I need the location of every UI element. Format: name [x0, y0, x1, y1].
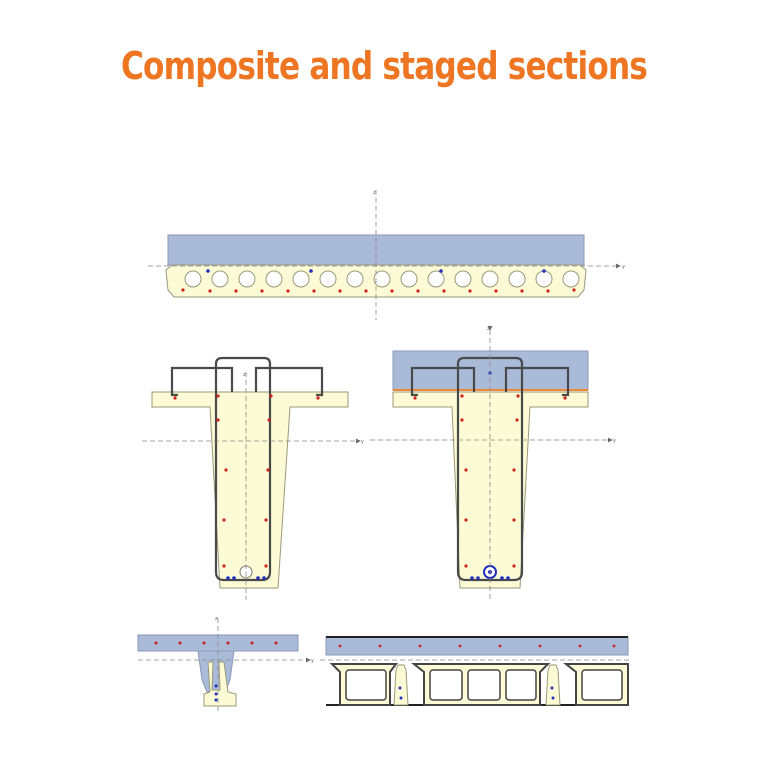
composite-topping: [392, 350, 589, 391]
composite-stirrups: [410, 356, 570, 582]
page-title: Composite and staged sections: [120, 44, 648, 88]
rib-rebar-red: [154, 641, 278, 645]
composite-strands-blue: [470, 371, 510, 580]
joist-strands-blue: [398, 686, 555, 700]
floor-topping: [325, 636, 629, 656]
y-axis-label: y: [613, 438, 616, 444]
y-axis-label: y: [361, 439, 364, 445]
composite-t-beam-section: [370, 326, 613, 600]
hollow-cores: [184, 270, 580, 288]
strands-blue: [206, 269, 546, 273]
t-beam-concrete: [151, 391, 349, 589]
z-axis-label: z: [373, 190, 376, 196]
z-axis-label: z: [487, 326, 490, 332]
z-axis-label: z: [243, 372, 246, 378]
z-axis-label: z: [215, 616, 218, 622]
composite-beam-concrete: [392, 391, 589, 589]
hollow-core-composite-section: [148, 190, 621, 320]
composite-rebar-red: [413, 394, 567, 568]
t-beam-rebar-red: [173, 394, 320, 568]
t-beam-strands-blue: [226, 576, 266, 580]
floor-rebar-red: [338, 644, 616, 648]
block-and-beam-floor-section: [320, 636, 632, 706]
rib-precast: [203, 661, 237, 707]
strands-red: [181, 288, 576, 293]
t-beam-stirrups: [170, 356, 324, 582]
rib-strands-blue: [214, 684, 218, 702]
precast-t-beam-section: [142, 356, 361, 600]
block-voids: [345, 669, 623, 701]
precast-joists: [393, 664, 561, 706]
small-composite-rib-section: [137, 618, 311, 712]
y-axis-label: y: [622, 264, 625, 270]
y-axis-label: y: [311, 658, 314, 664]
